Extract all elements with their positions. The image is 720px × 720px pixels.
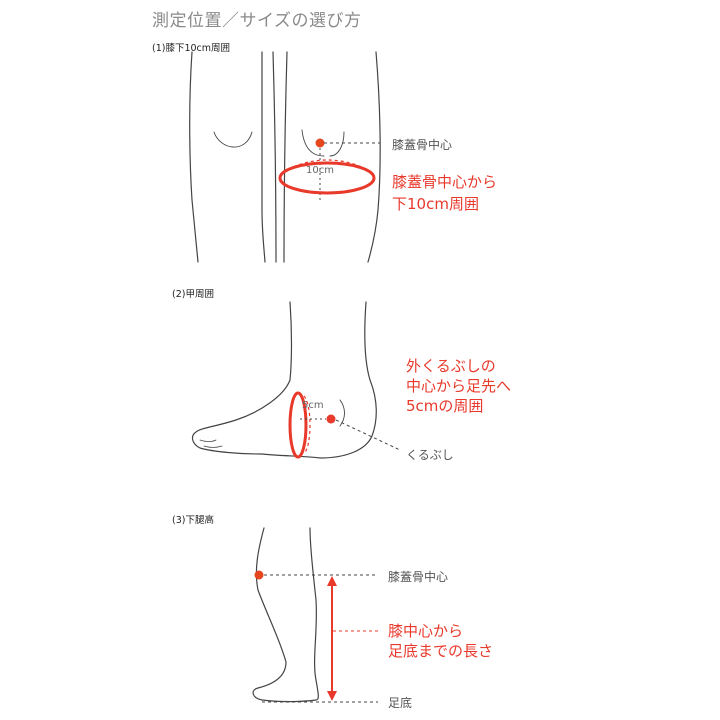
legs-front-illustration	[189, 51, 381, 263]
knee-height-marker	[254, 570, 264, 580]
ankle-measurement-markers	[288, 391, 401, 459]
knee-distance-label: 10cm	[306, 165, 334, 176]
leg-height-markers	[254, 570, 378, 703]
ankle-description-line-3: 5cmの周囲	[406, 397, 484, 415]
leg-height-description-line-1: 膝中心から	[388, 622, 464, 640]
ankle-distance-label: 5cm	[302, 400, 324, 411]
knee-description-line-2: 下10cm周囲	[392, 195, 479, 213]
arrow-up-head	[327, 576, 337, 586]
ankle-bone-label: くるぶし	[406, 448, 454, 462]
ankle-leader-line	[335, 419, 401, 451]
knee-top-label: 膝蓋骨中心	[388, 570, 449, 584]
ankle-description-line-1: 外くるぶしの	[406, 357, 496, 375]
instep-back-dashed	[303, 395, 311, 455]
kneecap-center-label: 膝蓋骨中心	[392, 138, 453, 152]
sole-label: 足底	[388, 696, 413, 710]
knee-description-line-1: 膝蓋骨中心から	[392, 173, 498, 191]
leg-side-illustration	[252, 527, 319, 703]
foot-side-illustration	[191, 301, 377, 459]
kneecap-center-marker	[315, 138, 325, 148]
instep-circumference-ellipse	[288, 391, 308, 459]
page-title: 測定位置／サイズの選び方	[152, 11, 362, 31]
section-2-heading: (2)甲周囲	[172, 289, 214, 300]
ankle-bone-marker	[326, 414, 336, 424]
leg-height-description-line-2: 足底までの長さ	[388, 642, 494, 660]
ankle-description-line-2: 中心から足先へ	[406, 377, 512, 395]
section-3-heading: (3)下腿高	[172, 515, 214, 526]
knee-measurement-markers	[278, 138, 380, 200]
section-1-heading: (1)膝下10cm周囲	[152, 43, 231, 54]
arrow-down-head	[327, 691, 337, 701]
ellipse-back-dashed	[279, 159, 375, 179]
